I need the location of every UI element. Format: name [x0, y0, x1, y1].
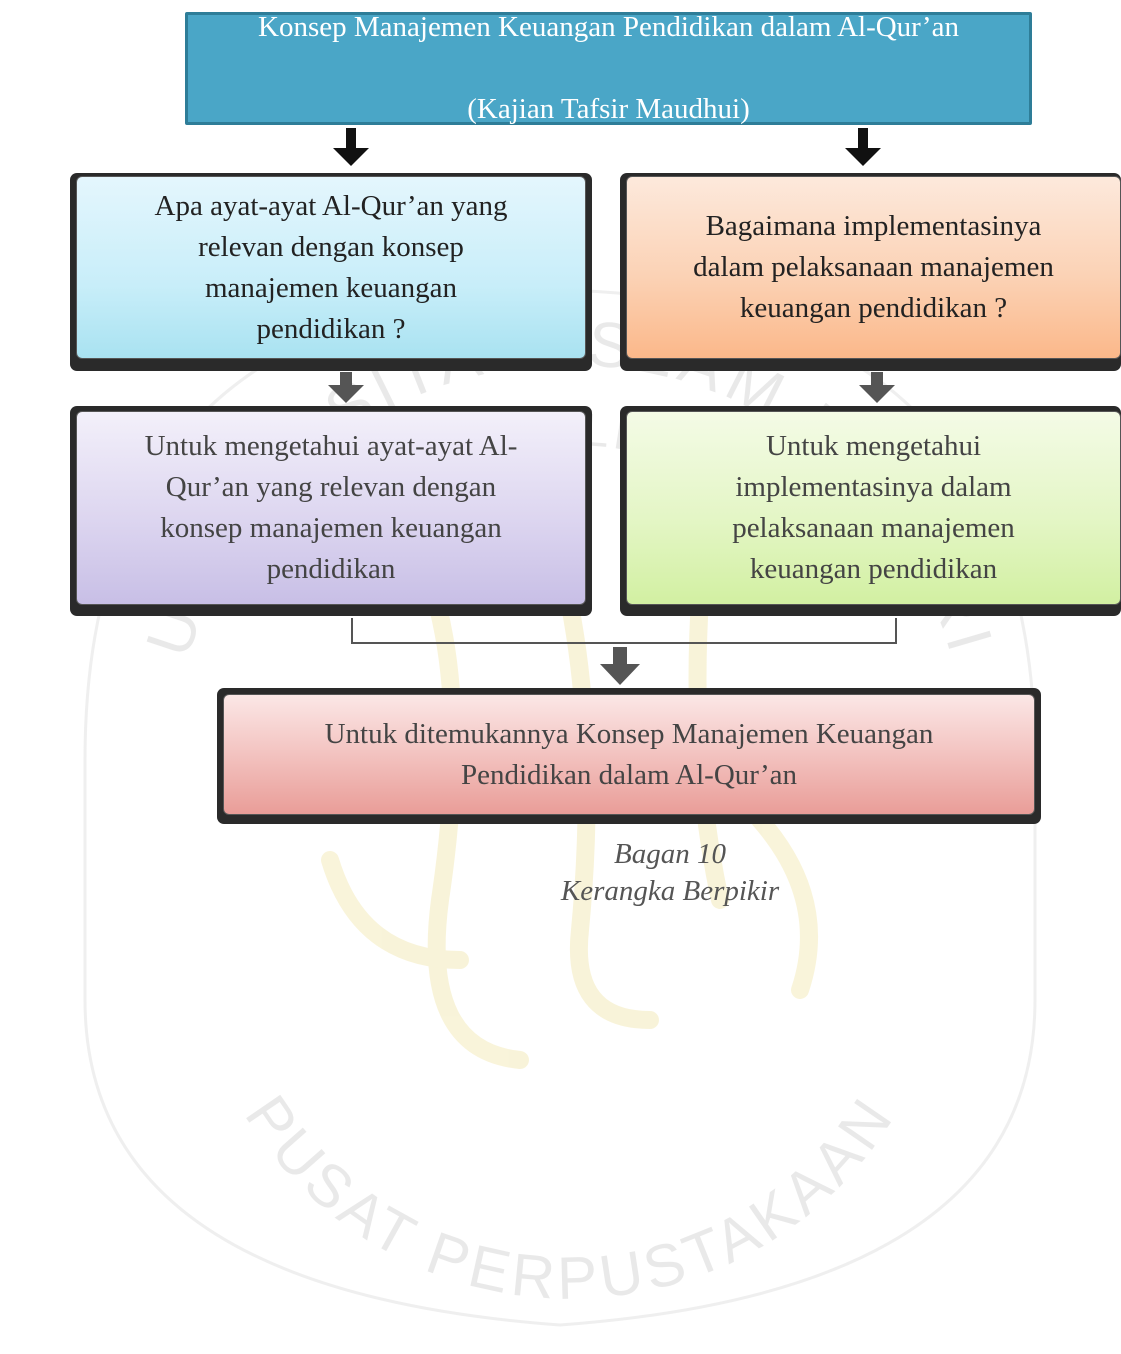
merge-bracket: [351, 618, 897, 644]
svg-text:PUSAT PERPUSTAKAAN: PUSAT PERPUSTAKAAN: [233, 1083, 908, 1312]
watermark-bottom-text: PUSAT PERPUSTAKAAN: [233, 1083, 903, 1312]
result-box: Untuk ditemukannya Konsep Manajemen Keua…: [223, 694, 1035, 815]
goal-left-text: Untuk mengetahui ayat-ayat Al- Qur’an ya…: [144, 430, 518, 585]
question-left-text: Apa ayat-ayat Al-Qur’an yang relevan den…: [154, 189, 508, 345]
arrow-down-icon: [328, 372, 364, 403]
title-line-2: (Kajian Tafsir Maudhui): [467, 93, 750, 125]
caption-number: Bagan 10: [614, 838, 726, 870]
caption-title: Kerangka Berpikir: [560, 875, 780, 907]
title-line-1: Konsep Manajemen Keuangan Pendidikan dal…: [258, 11, 959, 43]
title-box: Konsep Manajemen Keuangan Pendidikan dal…: [185, 11, 1032, 125]
result-text: Untuk ditemukannya Konsep Manajemen Keua…: [324, 717, 934, 791]
arrow-down-icon: [600, 647, 640, 685]
goal-box-right: Untuk mengetahui implementasinya dalam p…: [626, 411, 1121, 605]
question-right-text: Bagaimana implementasinya dalam pelaksan…: [693, 210, 1054, 324]
goal-box-left: Untuk mengetahui ayat-ayat Al- Qur’an ya…: [76, 411, 586, 605]
question-box-right: Bagaimana implementasinya dalam pelaksan…: [626, 176, 1121, 359]
figure-caption: Bagan 10 Kerangka Berpikir: [500, 836, 840, 910]
question-box-left: Apa ayat-ayat Al-Qur’an yang relevan den…: [76, 176, 586, 359]
arrow-down-icon: [859, 372, 895, 403]
goal-right-text: Untuk mengetahui implementasinya dalam p…: [732, 430, 1015, 585]
